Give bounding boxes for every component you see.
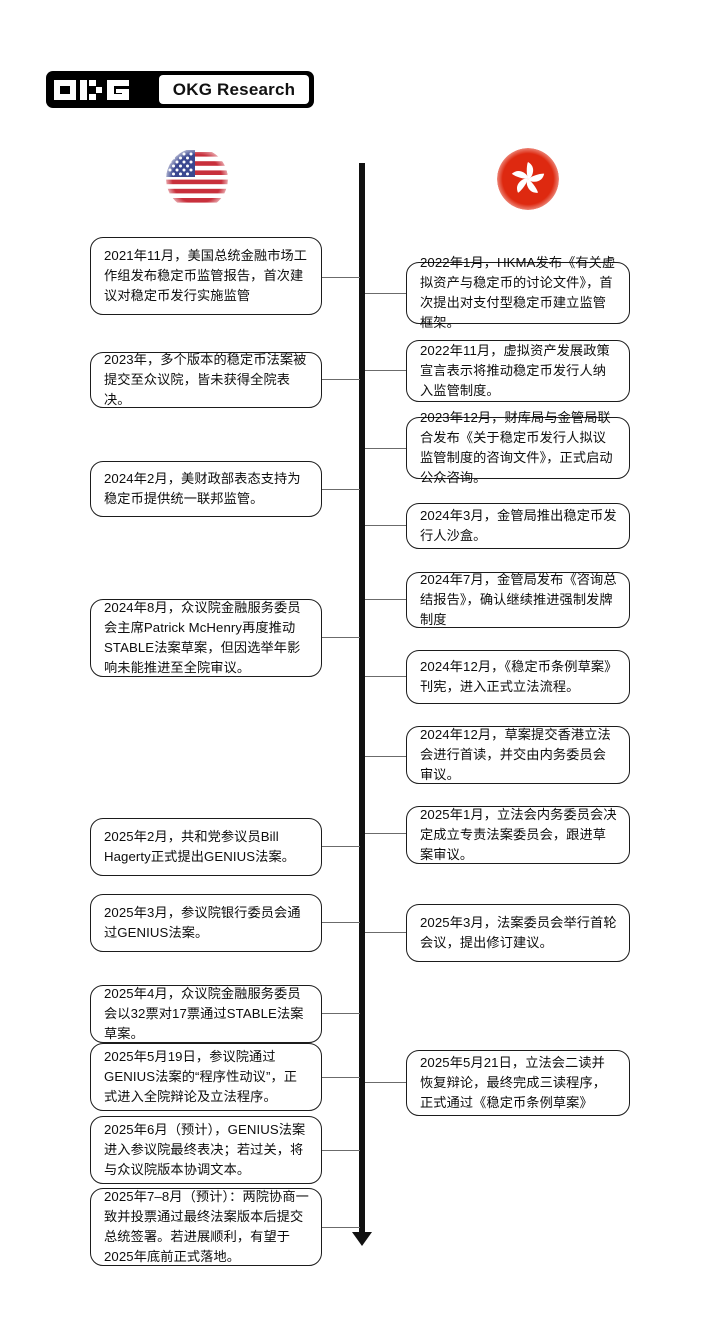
event-text: 2022年11月，虚拟资产发展政策宣言表示将推动稳定币发行人纳入监管制度。 (420, 342, 610, 399)
connector-hk-8 (365, 932, 407, 933)
event-text: 2024年3月，金管局推出稳定币发行人沙盒。 (420, 507, 617, 543)
connector-us-5 (322, 922, 360, 923)
logo-wordmark-panel: OKG Research (159, 75, 309, 104)
event-text: 2025年1月，立法会内务委员会决定成立专责法案委员会，跟进草案审议。 (420, 806, 617, 863)
timeline-event-us-2[interactable]: 2024年2月，美财政部表态支持为稳定币提供统一联邦监管。 (90, 461, 322, 517)
connector-hk-3 (365, 525, 407, 526)
timeline-event-us-8[interactable]: 2025年6月（预计），GENIUS法案进入参议院最终表决；若过关，将与众议院版… (90, 1116, 322, 1184)
timeline-event-hk-4[interactable]: 2024年7月，金管局发布《咨询总结报告》，确认继续推进强制发牌制度 (406, 572, 630, 628)
event-text: 2025年7–8月（预计）：两院协商一致并投票通过最终法案版本后提交总统签署。若… (104, 1188, 309, 1265)
event-text: 2025年3月，法案委员会举行首轮会议，提出修订建议。 (420, 914, 617, 950)
timeline-event-us-9[interactable]: 2025年7–8月（预计）：两院协商一致并投票通过最终法案版本后提交总统签署。若… (90, 1188, 322, 1266)
connector-hk-6 (365, 756, 407, 757)
event-text: 2025年6月（预计），GENIUS法案进入参议院最终表决；若过关，将与众议院版… (104, 1121, 306, 1178)
connector-hk-1 (365, 370, 407, 371)
timeline-event-hk-2[interactable]: 2023年12月，财库局与金管局联合发布《关于稳定币发行人拟议监管制度的咨询文件… (406, 410, 630, 485)
event-text: 2024年12月，草案提交香港立法会进行首读，并交由内务委员会审议。 (420, 726, 611, 783)
timeline-event-us-7[interactable]: 2025年5月19日，参议院通过GENIUS法案的“程序性动议”，正式进入全院辩… (90, 1043, 322, 1111)
event-text: 2025年4月，众议院金融服务委员会以32票对17票通过STABLE法案草案。 (104, 985, 304, 1042)
connector-us-7 (322, 1077, 360, 1078)
connector-us-2 (322, 489, 360, 490)
timeline-event-hk-7[interactable]: 2025年1月，立法会内务委员会决定成立专责法案委员会，跟进草案审议。 (406, 806, 630, 864)
timeline-spine (359, 163, 365, 1235)
timeline-event-us-4[interactable]: 2025年2月，共和党参议员Bill Hagerty正式提出GENIUS法案。 (90, 818, 322, 876)
timeline-event-us-5[interactable]: 2025年3月，参议院银行委员会通过GENIUS法案。 (90, 894, 322, 952)
timeline-arrow-icon (352, 1232, 372, 1246)
timeline-event-hk-0[interactable]: 2022年1月，HKMA发布《有关虚拟资产与稳定币的讨论文件》，首次提出对支付型… (406, 255, 630, 330)
okg-logo-icon (52, 75, 156, 104)
connector-us-3 (322, 637, 360, 638)
connector-us-6 (322, 1013, 360, 1014)
logo-wordmark: OKG Research (172, 79, 296, 99)
connector-hk-2 (365, 448, 407, 449)
timeline-event-hk-3[interactable]: 2024年3月，金管局推出稳定币发行人沙盒。 (406, 503, 630, 549)
connector-hk-5 (365, 676, 407, 677)
connector-us-8 (322, 1150, 360, 1151)
connector-us-0 (322, 277, 360, 278)
timeline-event-hk-5[interactable]: 2024年12月，《稳定币条例草案》刊宪，进入正式立法流程。 (406, 650, 630, 704)
event-text: 2021年11月，美国总统金融市场工作组发布稳定币监管报告，首次建议对稳定币发行… (104, 247, 308, 304)
connector-us-1 (322, 379, 360, 380)
connector-hk-4 (365, 599, 407, 600)
timeline-event-us-0[interactable]: 2021年11月，美国总统金融市场工作组发布稳定币监管报告，首次建议对稳定币发行… (90, 237, 322, 315)
event-text: 2023年12月，财库局与金管局联合发布《关于稳定币发行人拟议监管制度的咨询文件… (420, 409, 613, 486)
timeline-event-hk-1[interactable]: 2022年11月，虚拟资产发展政策宣言表示将推动稳定币发行人纳入监管制度。 (406, 340, 630, 402)
event-text: 2024年12月，《稳定币条例草案》刊宪，进入正式立法流程。 (420, 658, 611, 694)
event-text: 2025年3月，参议院银行委员会通过GENIUS法案。 (104, 904, 301, 940)
connector-hk-9 (365, 1082, 407, 1083)
okg-research-logo: OKG Research (46, 71, 314, 108)
timeline-event-hk-9[interactable]: 2025年5月21日，立法会二读并恢复辩论，最终完成三读程序，正式通过《稳定币条… (406, 1050, 630, 1116)
event-text: 2025年2月，共和党参议员Bill Hagerty正式提出GENIUS法案。 (104, 828, 296, 864)
event-text: 2025年5月19日，参议院通过GENIUS法案的“程序性动议”，正式进入全院辩… (104, 1048, 298, 1105)
timeline-event-us-6[interactable]: 2025年4月，众议院金融服务委员会以32票对17票通过STABLE法案草案。 (90, 985, 322, 1043)
flag-hong-kong-icon (497, 148, 559, 210)
event-text: 2024年7月，金管局发布《咨询总结报告》，确认继续推进强制发牌制度 (420, 571, 617, 628)
event-text: 2024年2月，美财政部表态支持为稳定币提供统一联邦监管。 (104, 470, 301, 506)
event-text: 2025年5月21日，立法会二读并恢复辩论，最终完成三读程序，正式通过《稳定币条… (420, 1054, 607, 1111)
event-text: 2022年1月，HKMA发布《有关虚拟资产与稳定币的讨论文件》，首次提出对支付型… (420, 254, 616, 331)
connector-us-9 (322, 1227, 360, 1228)
connector-hk-0 (365, 293, 407, 294)
timeline-event-us-3[interactable]: 2024年8月，众议院金融服务委员会主席Patrick McHenry再度推动S… (90, 599, 322, 677)
event-text: 2024年8月，众议院金融服务委员会主席Patrick McHenry再度推动S… (104, 599, 301, 676)
event-text: 2023年，多个版本的稳定币法案被提交至众议院，皆未获得全院表决。 (104, 351, 307, 408)
timeline-event-hk-8[interactable]: 2025年3月，法案委员会举行首轮会议，提出修订建议。 (406, 904, 630, 962)
timeline-event-hk-6[interactable]: 2024年12月，草案提交香港立法会进行首读，并交由内务委员会审议。 (406, 726, 630, 784)
connector-hk-7 (365, 833, 407, 834)
timeline-event-us-1[interactable]: 2023年，多个版本的稳定币法案被提交至众议院，皆未获得全院表决。 (90, 352, 322, 408)
flag-united-states-icon (166, 148, 228, 210)
connector-us-4 (322, 846, 360, 847)
